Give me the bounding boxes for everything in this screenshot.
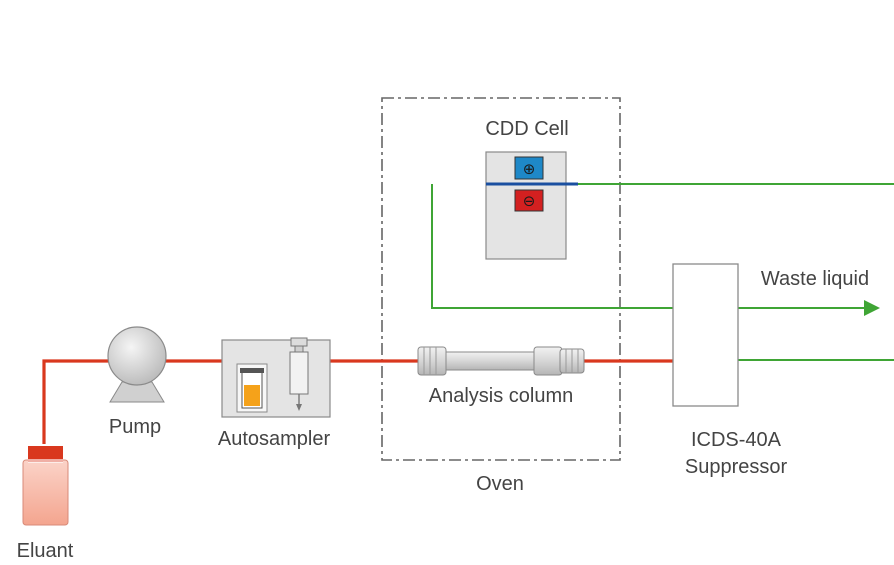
suppressor-label-line2: Suppressor: [685, 456, 788, 478]
cdd-cell-icon: [485, 151, 578, 260]
cdd-cell-label: CDD Cell: [485, 118, 568, 140]
green-flow-path: [431, 183, 894, 361]
cell-electrode-top: ⊕: [523, 160, 536, 178]
pump-label: Pump: [109, 416, 161, 438]
waste-arrow: [864, 300, 880, 316]
eluant-label: Eluant: [17, 540, 74, 562]
cell-electrode-bottom: ⊖: [523, 192, 536, 210]
suppressor-label-line1: ICDS-40A: [691, 429, 782, 451]
oven-enclosure: [381, 97, 621, 461]
analysis-column-label: Analysis column: [429, 385, 574, 407]
oven-label: Oven: [476, 473, 524, 495]
autosampler-label: Autosampler: [218, 428, 331, 450]
suppressor-box: [672, 263, 739, 407]
autosampler-icon: [221, 337, 331, 418]
eluant-bottle: [22, 446, 69, 526]
analysis-column-icon: [417, 346, 585, 376]
pump-icon: [107, 326, 167, 403]
waste-liquid-label: Waste liquid: [761, 268, 869, 290]
